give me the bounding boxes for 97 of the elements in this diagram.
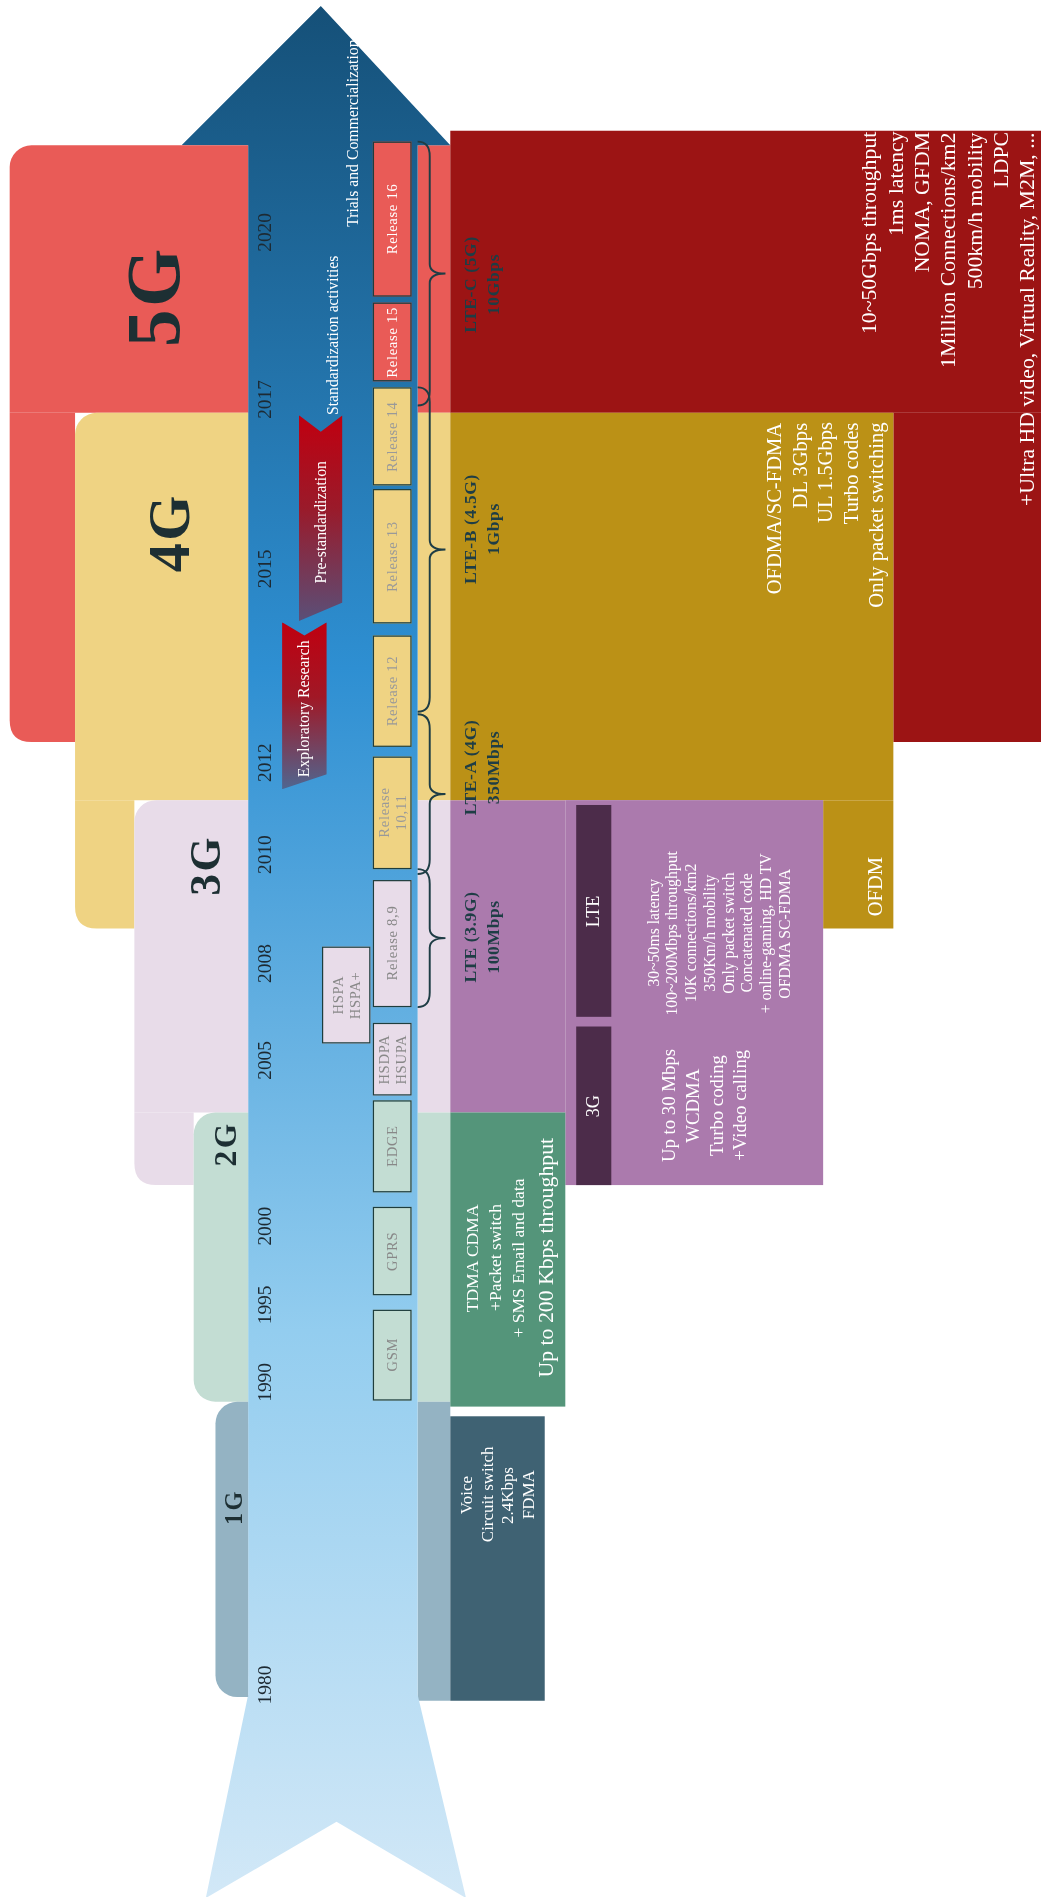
generation-label: 2G bbox=[208, 1121, 245, 1167]
generation-label: 3G bbox=[181, 835, 231, 896]
year-label: 2010 bbox=[254, 835, 276, 874]
ribbon-label: Pre-standardization bbox=[311, 460, 331, 583]
release-box bbox=[322, 946, 371, 1044]
feature-text: Up to 30 Mbps bbox=[657, 1049, 681, 1163]
tab-box bbox=[576, 1026, 612, 1186]
feature-text: DL 3Gbps bbox=[787, 422, 813, 509]
feature-text: LDPC bbox=[988, 131, 1014, 188]
release-box bbox=[372, 635, 412, 747]
release-label: Release 14 bbox=[383, 401, 401, 472]
era-band bbox=[134, 800, 249, 1113]
release-label: GSM bbox=[383, 1338, 401, 1372]
tab-box bbox=[576, 805, 612, 1017]
release-label: HSDPA bbox=[375, 1034, 393, 1085]
lte-label: 1Gbps bbox=[483, 503, 504, 555]
year-label: 2008 bbox=[254, 944, 276, 983]
feature-text: FDMA bbox=[518, 1470, 539, 1520]
year-label: 1980 bbox=[254, 1665, 276, 1705]
feature-text: NOMA, GFDM bbox=[909, 131, 935, 273]
feature-text: 2.4Kbps bbox=[497, 1466, 518, 1524]
release-box bbox=[372, 756, 412, 870]
era-band bbox=[75, 412, 249, 801]
year-label: 2005 bbox=[254, 1041, 276, 1080]
release-box bbox=[372, 880, 412, 1008]
info-panel bbox=[565, 800, 824, 1186]
info-panel bbox=[450, 1416, 545, 1701]
year-label: 1990 bbox=[254, 1363, 276, 1402]
release-label: Release 15 bbox=[383, 306, 401, 378]
era-band bbox=[9, 145, 249, 413]
feature-text: + SMS Email and data bbox=[506, 1178, 529, 1338]
feature-text: +Video calling bbox=[728, 1050, 751, 1162]
feature-text: 10~50Gbps throughput bbox=[857, 131, 883, 335]
release-label: HSPA bbox=[329, 975, 347, 1015]
info-panel bbox=[450, 1112, 566, 1407]
year-label: 2017 bbox=[254, 380, 276, 419]
lte-label: LTE (3.9G) bbox=[460, 891, 481, 983]
year-label: 2000 bbox=[254, 1206, 276, 1246]
year-label: 1995 bbox=[254, 1285, 276, 1325]
release-box bbox=[372, 1022, 412, 1096]
feature-text: OFDMA SC-FDMA bbox=[775, 868, 795, 999]
year-label: 2020 bbox=[254, 213, 276, 252]
feature-text: 100~200Mbps throughput bbox=[662, 851, 682, 1016]
lte-label: LTE-A (4G) bbox=[460, 719, 481, 816]
feature-text: 30~50ms latency bbox=[644, 879, 663, 988]
release-box bbox=[372, 302, 412, 382]
feature-text: +Ultra HD video, Virtual Reality, M2M, ... bbox=[1014, 131, 1040, 506]
lte-label: LTE-B (4.5G) bbox=[460, 474, 481, 584]
feature-text: 1Million Connections/km2 bbox=[935, 131, 962, 368]
feature-text: TDMA CDMA bbox=[460, 1203, 483, 1312]
lte-label: 100Mbps bbox=[483, 900, 504, 974]
release-label: Release 8,9 bbox=[383, 906, 401, 982]
feature-text: Turbo codes bbox=[838, 422, 864, 525]
feature-text: OFDM bbox=[862, 856, 888, 916]
release-box bbox=[372, 1100, 412, 1193]
feature-text: Turbo coding bbox=[704, 1055, 728, 1157]
feature-text: Up to 200 Kbps throughput bbox=[532, 1137, 560, 1378]
ribbon-label: Exploratory Research bbox=[294, 641, 314, 778]
release-box bbox=[372, 387, 412, 486]
feature-text: 1ms latency bbox=[883, 131, 909, 237]
release-label: HSUPA bbox=[392, 1034, 410, 1085]
tab-label: LTE bbox=[583, 895, 604, 927]
feature-text: Only packet switch bbox=[719, 872, 738, 995]
feature-text: +Packet switch bbox=[483, 1204, 506, 1312]
generation-label: 1G bbox=[220, 1489, 248, 1525]
feature-text: Voice bbox=[456, 1475, 477, 1515]
lte-label: LTE-C (5G) bbox=[460, 236, 481, 333]
release-box bbox=[372, 489, 412, 624]
release-box bbox=[372, 141, 412, 297]
year-label: 2015 bbox=[254, 549, 276, 589]
release-box bbox=[372, 1309, 412, 1401]
release-box bbox=[372, 1206, 412, 1296]
feature-text: 350Km/h mobility bbox=[700, 874, 719, 992]
generation-label: 5G bbox=[111, 246, 196, 347]
release-label: EDGE bbox=[383, 1125, 401, 1168]
feature-text: OFDMA/SC-FDMA bbox=[762, 422, 788, 594]
release-label: Release 16 bbox=[383, 183, 401, 255]
feature-text: WCDMA bbox=[681, 1068, 704, 1143]
feature-text: Concatenated code bbox=[737, 873, 757, 993]
feature-text: + online-gaming, HD TV bbox=[756, 853, 775, 1014]
tab-label: 3G bbox=[583, 1094, 604, 1117]
year-label: 2012 bbox=[254, 743, 276, 782]
release-label: Release 13 bbox=[383, 520, 401, 592]
release-label: HSPA+ bbox=[346, 971, 364, 1019]
release-label: GPRS bbox=[383, 1231, 401, 1271]
feature-text: 10K connections/km2 bbox=[681, 864, 701, 1003]
release-label: Release 12 bbox=[383, 655, 401, 727]
feature-text: Only packet switching bbox=[863, 422, 889, 608]
lte-label: 10Gbps bbox=[483, 253, 504, 316]
feature-text: 500km/h mobility bbox=[962, 131, 988, 289]
feature-text: Circuit switch bbox=[477, 1447, 498, 1543]
generation-label: 4G bbox=[135, 493, 202, 573]
lte-label: 350Mbps bbox=[483, 730, 504, 805]
phase-label: Trials and Commercialization bbox=[345, 39, 363, 227]
phase-label: Standardization activities bbox=[324, 255, 343, 416]
feature-text: UL 1.5Gbps bbox=[813, 422, 839, 524]
release-label: Release 10,11 bbox=[375, 786, 410, 840]
